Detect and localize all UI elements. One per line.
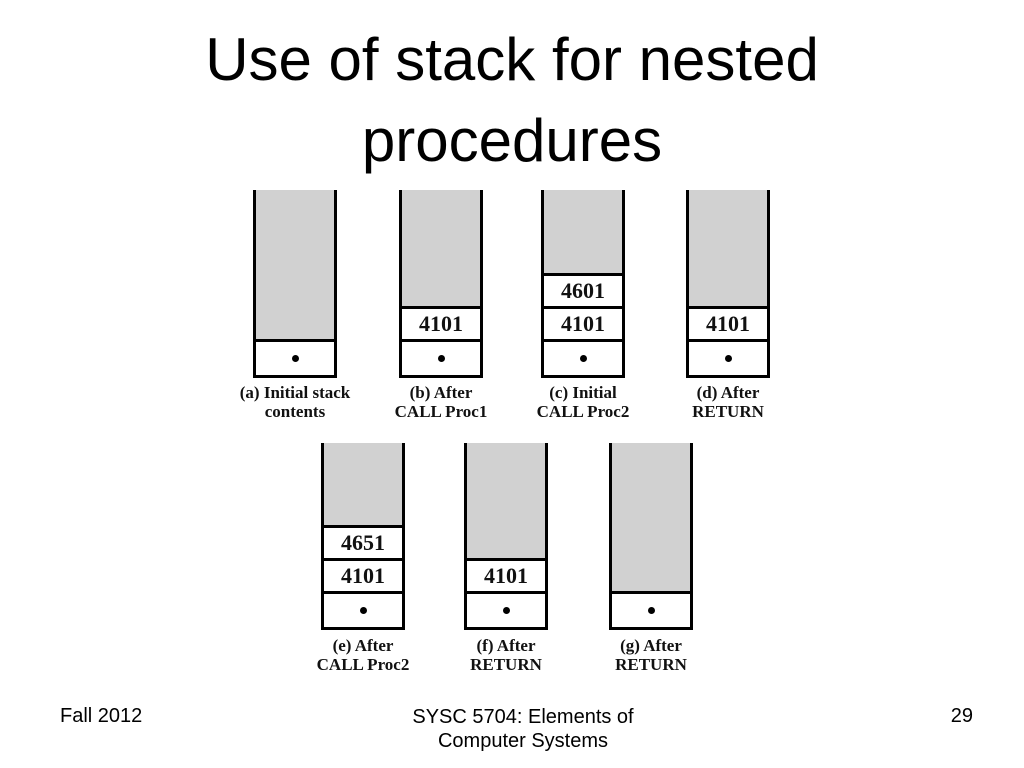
stack-e-caption-line1: (e) After [332,636,394,655]
stack-b-free-space [402,190,480,306]
slide-title-line2: procedures [361,107,663,174]
stack-d-free-space [689,190,767,306]
stack-b-cell-0-value: 4101 [419,311,463,336]
stack-d: 4101 [686,190,770,378]
stack-g-caption-line1: (g) After [620,636,682,655]
stack-e: 4651 4101 [321,443,405,630]
stack-g [609,443,693,630]
slide-title: Use of stack for nested procedures [0,19,1024,181]
stack-b-base-cell [402,339,480,375]
stack-c-caption-line2: CALL Proc2 [536,402,630,421]
footer-term: Fall 2012 [60,705,143,727]
stack-a-caption-line2: contents [264,402,326,421]
stack-base-dot-icon [359,607,367,614]
stack-e-cell-1-value: 4101 [341,563,385,588]
stack-f-caption-line2: RETURN [470,655,542,674]
stack-c-base-cell [544,339,622,375]
stack-a-base-cell [256,339,334,375]
stack-c-free-space [544,190,622,273]
stack-a [253,190,337,378]
stack-base-dot-icon [291,355,299,362]
stack-e-cell-0: 4651 [324,525,402,558]
stack-e-cell-1: 4101 [324,558,402,591]
stack-f-caption-line1: (f) After [476,636,536,655]
page-number: 29 [950,705,973,727]
slide-title-line1: Use of stack for nested [205,26,819,93]
stack-b-caption-line1: (b) After [409,383,473,402]
stack-a-free-space [256,190,334,339]
stack-e-free-space [324,443,402,525]
stack-f-base-cell [467,591,545,627]
stack-g-caption-line2: RETURN [615,655,687,674]
stack-e-caption-line2: CALL Proc2 [316,655,410,674]
stack-b-caption-line2: CALL Proc1 [394,402,488,421]
stack-b: 4101 [399,190,483,378]
stack-d-caption: (d) After RETURN [638,383,818,421]
stack-g-free-space [612,443,690,591]
stack-base-dot-icon [724,355,732,362]
stack-f-free-space [467,443,545,558]
stack-d-base-cell [689,339,767,375]
stack-g-base-cell [612,591,690,627]
stack-d-cell-0: 4101 [689,306,767,339]
stack-a-caption: (a) Initial stack contents [205,383,385,421]
stack-base-dot-icon [579,355,587,362]
stack-c-caption: (c) Initial CALL Proc2 [493,383,673,421]
stack-d-caption-line2: RETURN [692,402,764,421]
stack-c-cell-1: 4101 [544,306,622,339]
stack-a-caption-line1: (a) Initial stack [239,383,351,402]
stack-c: 4601 4101 [541,190,625,378]
stack-base-dot-icon [502,607,510,614]
stack-e-caption: (e) After CALL Proc2 [273,636,453,674]
footer-course-line1: SYSC 5704: Elements of [412,706,634,728]
footer-course-line2: Computer Systems [437,730,609,752]
stack-d-cell-0-value: 4101 [706,311,750,336]
stack-base-dot-icon [647,607,655,614]
stack-b-caption: (b) After CALL Proc1 [351,383,531,421]
stack-e-cell-0-value: 4651 [341,530,385,555]
stack-base-dot-icon [437,355,445,362]
stack-b-cell-0: 4101 [402,306,480,339]
stack-c-caption-line1: (c) Initial [549,383,617,402]
stack-f-cell-0-value: 4101 [484,563,528,588]
stack-g-caption: (g) After RETURN [561,636,741,674]
stack-f: 4101 [464,443,548,630]
stack-f-caption: (f) After RETURN [416,636,596,674]
footer-course: SYSC 5704: Elements of Computer Systems [363,705,683,753]
stack-c-cell-1-value: 4101 [561,311,605,336]
stack-c-cell-0-value: 4601 [561,278,605,303]
stack-c-cell-0: 4601 [544,273,622,306]
stack-f-cell-0: 4101 [467,558,545,591]
stack-e-base-cell [324,591,402,627]
stack-d-caption-line1: (d) After [696,383,760,402]
